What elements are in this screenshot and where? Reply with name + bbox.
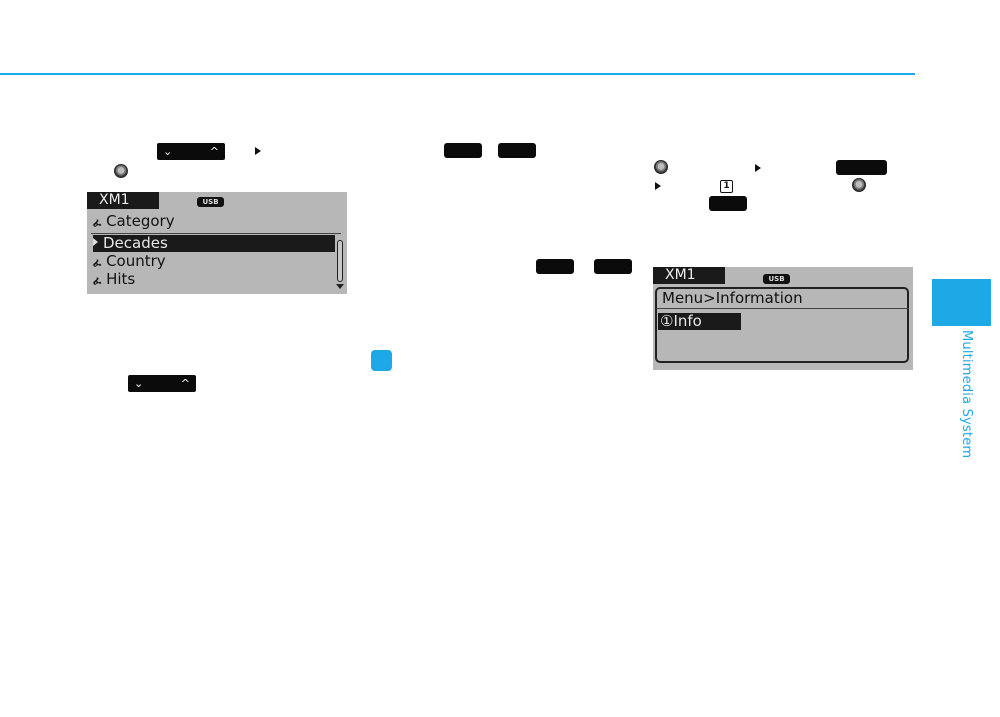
button-key[interactable]	[444, 143, 482, 158]
scroll-down-icon	[336, 284, 344, 289]
chevron-up-icon: ^	[180, 377, 190, 390]
section-label: Multimedia System	[959, 330, 974, 459]
list-item-label: Country	[106, 252, 166, 270]
tune-key[interactable]: ⌄ ^	[157, 143, 225, 160]
list-item[interactable]: ፈ Hits	[93, 271, 135, 289]
knob-icon[interactable]	[654, 160, 668, 174]
usb-badge: USB	[763, 274, 790, 284]
lcd-screen-category: XM1 USB ፈ Category Decades ፈ Country ፈ H…	[87, 192, 347, 294]
tune-key[interactable]: ⌄ ^	[128, 375, 196, 392]
usb-badge: USB	[197, 197, 224, 207]
knob-icon[interactable]	[114, 164, 128, 178]
button-key[interactable]	[709, 196, 747, 211]
info-item[interactable]: ①Info	[658, 313, 741, 330]
list-item-selected[interactable]: Decades	[93, 235, 335, 252]
list-item-label: Hits	[106, 270, 136, 288]
button-key[interactable]	[594, 259, 632, 274]
list-item[interactable]: ፈ Country	[93, 253, 166, 271]
button-key[interactable]	[498, 143, 536, 158]
antenna-icon: ፈ	[93, 256, 102, 269]
divider	[91, 233, 341, 234]
lcd-screen-information: XM1 USB Menu>Information ①Info	[653, 267, 913, 370]
selection-arrow-icon	[93, 238, 98, 246]
right-arrow-icon	[755, 164, 761, 172]
button-key[interactable]	[836, 160, 887, 175]
chevron-down-icon: ⌄	[134, 377, 144, 390]
right-arrow-icon	[255, 147, 261, 155]
dialog-frame	[655, 287, 909, 363]
chevron-down-icon: ⌄	[163, 145, 173, 158]
screen-tab: XM1	[653, 267, 725, 284]
info-symbol-icon: 1	[720, 180, 733, 193]
screen-header: ፈ Category	[93, 213, 175, 231]
section-tab	[932, 279, 991, 326]
header-label: Category	[106, 212, 175, 230]
antenna-icon: ፈ	[93, 216, 102, 229]
button-key[interactable]	[536, 259, 574, 274]
screen-tab: XM1	[87, 192, 159, 209]
knob-icon[interactable]	[852, 178, 866, 192]
list-item-label: Decades	[103, 234, 168, 252]
antenna-icon: ፈ	[93, 274, 102, 287]
chevron-up-icon: ^	[209, 145, 219, 158]
header-rule	[0, 73, 915, 75]
scrollbar[interactable]	[337, 240, 343, 282]
screen-header: Menu>Information	[662, 289, 803, 307]
right-arrow-icon	[655, 182, 661, 190]
note-marker	[371, 350, 392, 371]
divider	[657, 308, 909, 309]
